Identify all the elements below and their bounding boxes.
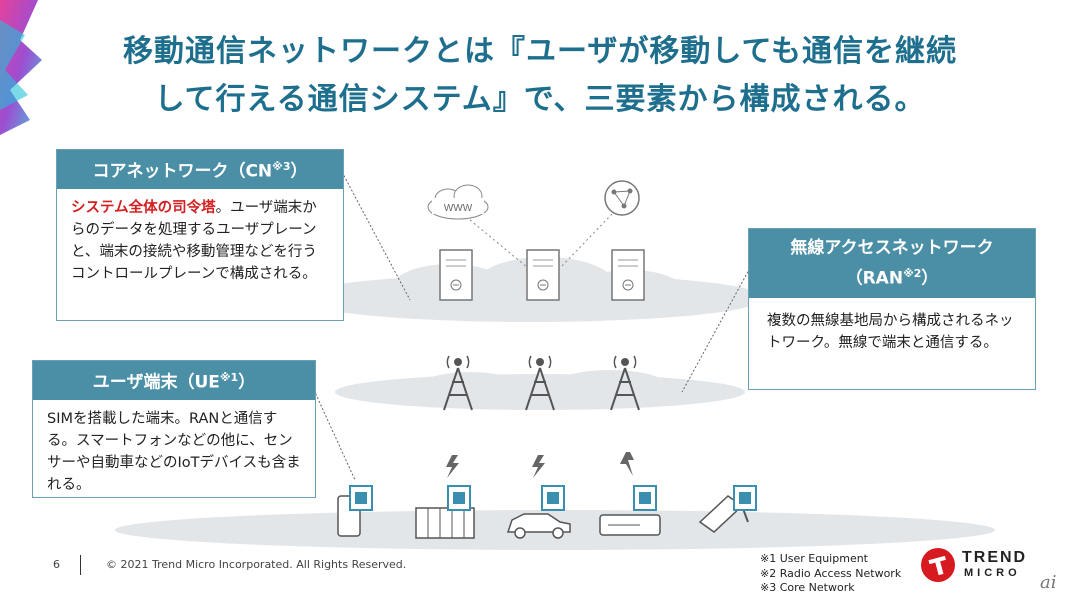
footer-divider xyxy=(80,555,81,575)
ran-heading-close: ） xyxy=(921,269,938,289)
footnote-3: ※3 Core Network xyxy=(760,581,901,596)
server-icon-1 xyxy=(440,250,472,300)
ran-heading-line2: （RAN※2） xyxy=(749,261,1035,292)
factory-sensor-icon xyxy=(416,486,474,538)
ran-cloud xyxy=(335,370,745,410)
ran-heading-line1: 無線アクセスネットワーク xyxy=(749,235,1035,261)
ran-heading-text: （RAN xyxy=(846,269,903,289)
footnote-2: ※2 Radio Access Network xyxy=(760,567,901,582)
footnote-1: ※1 User Equipment xyxy=(760,552,901,567)
ue-heading: ユーザ端末（UE※1） xyxy=(33,361,315,400)
signal-bolt-icon-1 xyxy=(446,455,459,478)
ue-description: SIMを搭載した端末。RANと通信する。スマートフォンなどの他に、センサーや自動… xyxy=(33,400,315,504)
ran-heading: 無線アクセスネットワーク （RAN※2） xyxy=(749,229,1035,298)
core-network-description: システム全体の司令塔。ユーザ端末からのデータを処理するユーザプレーンと、端末の接… xyxy=(57,189,343,293)
server-icon-2 xyxy=(527,250,559,300)
logo-text-trend: TREND xyxy=(962,549,1027,567)
ue-heading-close: ） xyxy=(238,373,255,393)
ue-box: ユーザ端末（UE※1） SIMを搭載した端末。RANと通信する。スマートフォンな… xyxy=(32,360,316,498)
ue-heading-text: ユーザ端末（UE xyxy=(93,373,220,393)
footnotes: ※1 User Equipment ※2 Radio Access Networ… xyxy=(760,552,901,596)
watermark-ai: ai xyxy=(1040,572,1057,593)
ue-heading-sup: ※1 xyxy=(220,371,238,384)
www-label: WWW xyxy=(444,203,473,214)
ran-heading-sup: ※2 xyxy=(903,267,921,280)
ran-box: 無線アクセスネットワーク （RAN※2） 複数の無線基地局から構成されるネットワ… xyxy=(748,228,1036,390)
cn-heading-sup: ※3 xyxy=(272,160,290,173)
cn-heading-text: コアネットワーク（CN xyxy=(92,162,272,182)
cn-highlight: システム全体の司令塔 xyxy=(71,200,216,216)
core-network-box: コアネットワーク（CN※3） システム全体の司令塔。ユーザ端末からのデータを処理… xyxy=(56,149,344,321)
internet-globe-icon xyxy=(605,181,639,215)
core-network-heading: コアネットワーク（CN※3） xyxy=(57,150,343,189)
server-icon-3 xyxy=(612,250,644,300)
page-number: 6 xyxy=(53,558,60,571)
signal-bolt-icon-3 xyxy=(620,452,634,476)
signal-bolt-icon-2 xyxy=(532,455,545,478)
trend-micro-logo: TREND MICRO xyxy=(920,545,1030,589)
ran-description: 複数の無線基地局から構成されるネットワーク。無線で端末と通信する。 xyxy=(749,298,1035,366)
copyright: © 2021 Trend Micro Incorporated. All Rig… xyxy=(106,558,406,571)
logo-text-micro: MICRO xyxy=(964,567,1021,579)
cn-heading-close: ） xyxy=(291,162,308,182)
